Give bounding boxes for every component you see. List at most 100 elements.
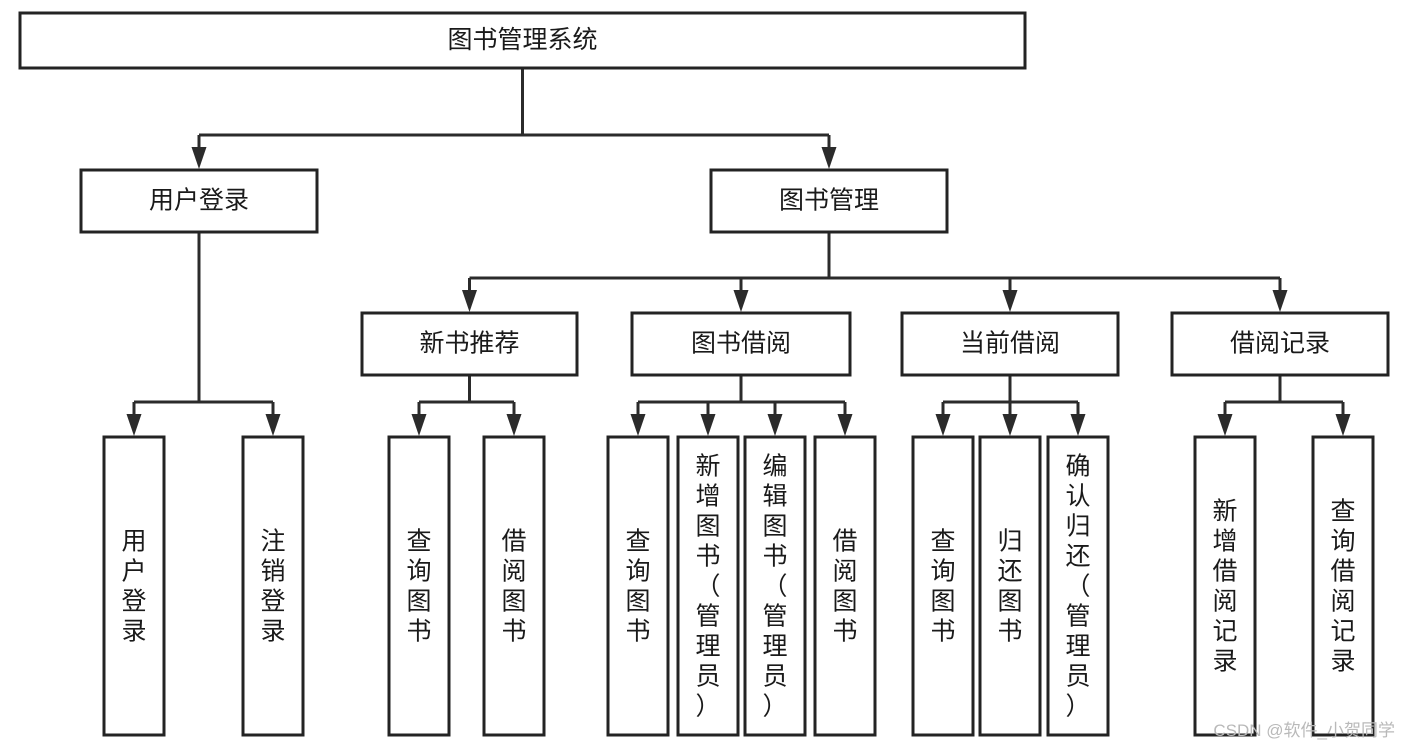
- node-user-login[interactable]: 用户登录: [79, 168, 319, 234]
- node-label-char: 图: [930, 587, 955, 615]
- node-label-char: 认: [1065, 482, 1090, 510]
- node-box: [606, 435, 670, 737]
- node-label-char: 用: [121, 527, 146, 555]
- node-label-char: 登: [121, 587, 146, 615]
- node-box: [102, 435, 166, 737]
- node-label-char: 确: [1065, 452, 1090, 480]
- node-label-char: 注: [260, 527, 285, 555]
- arrow-head-icon: [1002, 414, 1018, 436]
- node-label-char: 增: [1212, 527, 1237, 555]
- node-label-char: （: [1065, 572, 1090, 600]
- node-label: 新书推荐: [419, 330, 519, 358]
- arrow-head-icon: [935, 414, 951, 436]
- node-label-char: 理: [1065, 632, 1090, 660]
- arrow-head-icon: [1070, 414, 1086, 436]
- node-box: [911, 435, 975, 737]
- node-label-char: 查: [1330, 497, 1355, 525]
- arrow-head-icon: [411, 414, 427, 436]
- node-box: [1193, 435, 1257, 737]
- node-box: [709, 168, 949, 234]
- node-label-char: 理: [762, 632, 787, 660]
- node-label-char: 借: [501, 527, 526, 555]
- node-label-char: 增: [695, 482, 720, 510]
- arrow-head-icon: [630, 414, 646, 436]
- node-label-char: 图: [501, 587, 526, 615]
- node-label-char: 员: [695, 662, 720, 690]
- node-box: [1046, 435, 1110, 737]
- node-label-char: 询: [1330, 527, 1355, 555]
- node-box: [676, 435, 740, 737]
- node-new-book-rec[interactable]: 新书推荐: [360, 311, 579, 377]
- node-label-char: 还: [997, 557, 1022, 585]
- arrow-head-icon: [821, 147, 837, 169]
- node-label-char: 编: [762, 452, 787, 480]
- node-label-char: 管: [1065, 602, 1090, 630]
- node-label-char: 阅: [501, 557, 526, 585]
- node-label-char: 书: [997, 617, 1022, 645]
- node-label-char: 录: [1212, 647, 1237, 675]
- node-label-char: 录: [260, 617, 285, 645]
- node-box: [813, 435, 877, 737]
- node-label: 图书借阅: [691, 330, 791, 358]
- node-label: 当前借阅: [960, 330, 1060, 358]
- node-label-char: 员: [1065, 662, 1090, 690]
- node-box: [1311, 435, 1375, 737]
- node-box: [241, 435, 305, 737]
- node-label-char: 管: [762, 602, 787, 630]
- node-root[interactable]: 图书管理系统: [18, 11, 1027, 70]
- arrow-head-icon: [265, 414, 281, 436]
- node-label-char: 书: [406, 617, 431, 645]
- node-label-char: 阅: [1330, 587, 1355, 615]
- node-label-char: 借: [1330, 557, 1355, 585]
- node-box: [743, 435, 807, 737]
- node-label-char: 录: [1330, 647, 1355, 675]
- arrow-head-icon: [1217, 414, 1233, 436]
- node-box: [79, 168, 319, 234]
- arrow-head-icon: [191, 147, 207, 169]
- node-label-char: （: [762, 572, 787, 600]
- node-label-char: 借: [832, 527, 857, 555]
- node-label: 借阅记录: [1230, 330, 1330, 358]
- node-box: [1170, 311, 1390, 377]
- node-leaf-user-login[interactable]: 用户登录: [102, 435, 166, 737]
- node-label-char: 查: [406, 527, 431, 555]
- node-current-borrow[interactable]: 当前借阅: [900, 311, 1120, 377]
- node-box: [482, 435, 546, 737]
- node-label-char: 阅: [832, 557, 857, 585]
- node-label-char: 书: [930, 617, 955, 645]
- node-label-char: 管: [695, 602, 720, 630]
- node-label-char: 借: [1212, 557, 1237, 585]
- node-label-char: 新: [1212, 497, 1237, 525]
- node-borrow-record[interactable]: 借阅记录: [1170, 311, 1390, 377]
- node-label-char: 阅: [1212, 587, 1237, 615]
- node-label-char: 图: [762, 512, 787, 540]
- arrow-head-icon: [837, 414, 853, 436]
- node-label-char: 员: [762, 662, 787, 690]
- node-label-char: 图: [832, 587, 857, 615]
- arrow-head-icon: [767, 414, 783, 436]
- arrow-head-icon: [733, 290, 749, 312]
- arrow-head-icon: [462, 290, 477, 312]
- node-book-borrow[interactable]: 图书借阅: [630, 311, 852, 377]
- node-label-char: （: [695, 572, 720, 600]
- node-boxes-group: 图书管理系统用户登录图书管理新书推荐图书借阅当前借阅借阅记录用户登录注销登录查询…: [18, 11, 1390, 737]
- node-label-char: 辑: [762, 482, 787, 510]
- node-box: [387, 435, 451, 737]
- arrow-head-icon: [1002, 290, 1018, 312]
- node-label-char: 查: [930, 527, 955, 555]
- node-book-manage[interactable]: 图书管理: [709, 168, 949, 234]
- node-box: [900, 311, 1120, 377]
- arrow-head-icon: [126, 414, 142, 436]
